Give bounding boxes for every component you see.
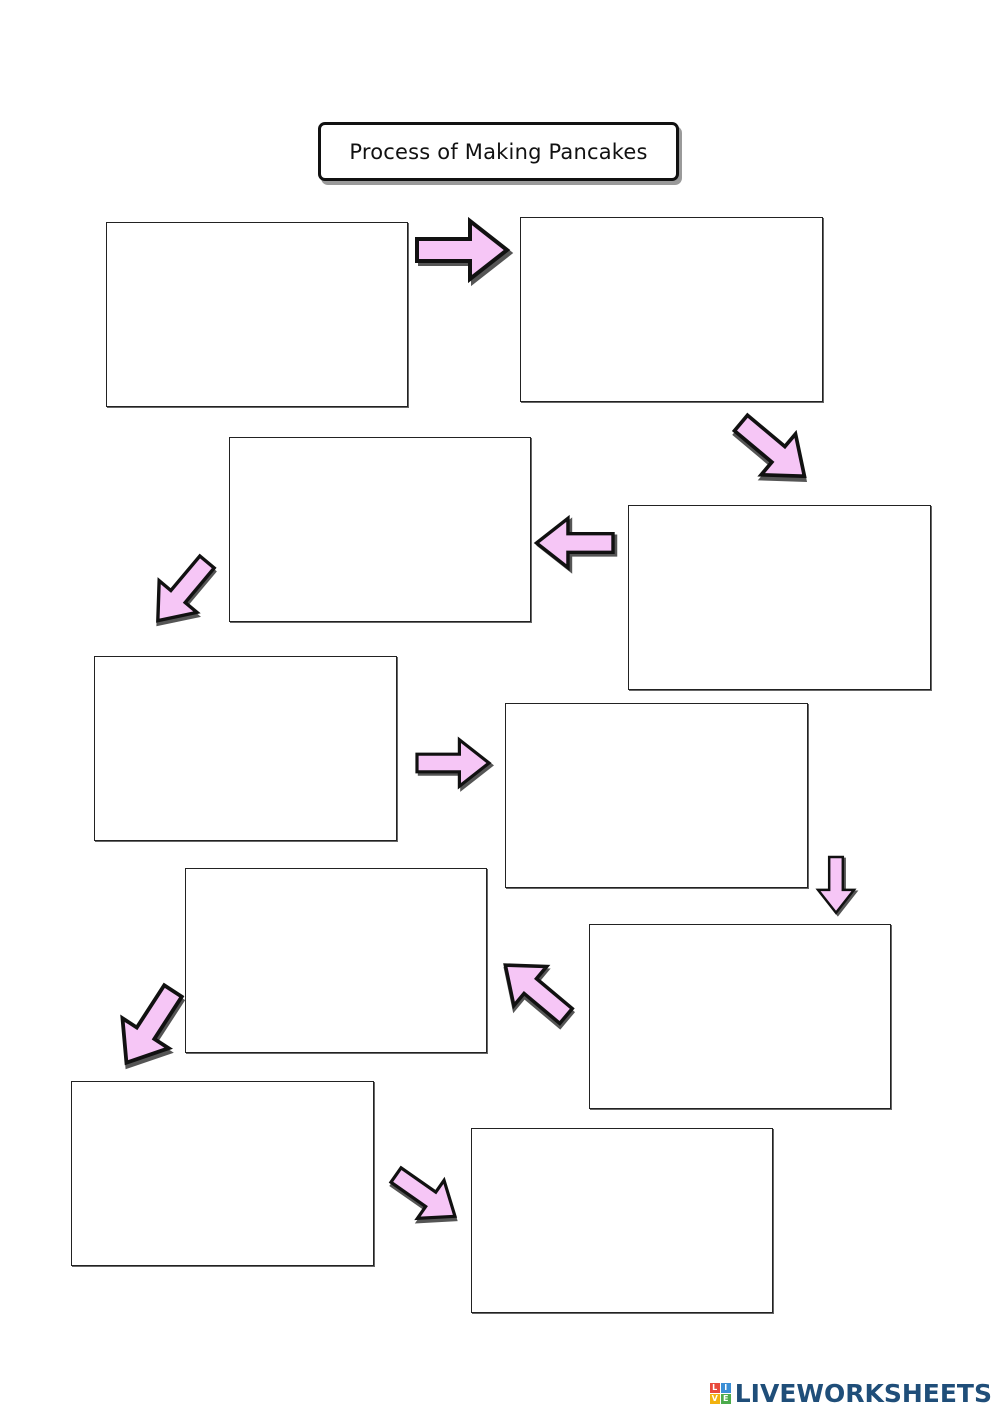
step-box-5[interactable] xyxy=(94,656,397,841)
step-input-7[interactable] xyxy=(590,925,890,1108)
arrow-8-to-9 xyxy=(120,982,186,1070)
step-box-1[interactable] xyxy=(106,222,408,407)
step-input-10[interactable] xyxy=(472,1129,772,1312)
step-box-3[interactable] xyxy=(628,505,931,690)
step-box-7[interactable] xyxy=(589,924,891,1109)
step-input-4[interactable] xyxy=(230,438,530,621)
brand-name: LIVEWORKSHEETS xyxy=(734,1378,992,1408)
arrow-6-to-7 xyxy=(815,855,859,917)
step-box-6[interactable] xyxy=(505,703,808,888)
step-box-9[interactable] xyxy=(71,1081,374,1266)
step-box-8[interactable] xyxy=(185,868,487,1053)
arrow-1-to-2 xyxy=(415,216,514,287)
logo-letter-l: L xyxy=(709,1382,720,1393)
arrow-4-to-5 xyxy=(156,553,217,627)
arrow-5-to-6 xyxy=(415,736,494,792)
arrow-3-to-4 xyxy=(533,514,618,574)
step-input-2[interactable] xyxy=(521,218,822,401)
logo-mark: L I V E xyxy=(709,1382,731,1404)
liveworksheets-logo: L I V E LIVEWORKSHEETS xyxy=(709,1377,992,1409)
step-input-5[interactable] xyxy=(95,657,396,840)
logo-letter-v: V xyxy=(709,1393,720,1404)
step-box-4[interactable] xyxy=(229,437,531,622)
page-title: Process of Making Pancakes xyxy=(349,139,648,164)
step-box-10[interactable] xyxy=(471,1128,773,1313)
step-box-2[interactable] xyxy=(520,217,823,402)
step-input-6[interactable] xyxy=(506,704,807,887)
logo-letter-e: E xyxy=(720,1393,731,1404)
arrow-2-to-3 xyxy=(731,412,808,483)
logo-letter-i: I xyxy=(720,1382,731,1393)
step-input-3[interactable] xyxy=(629,506,930,689)
step-input-1[interactable] xyxy=(107,223,407,406)
title-box: Process of Making Pancakes xyxy=(318,122,679,181)
step-input-9[interactable] xyxy=(72,1082,373,1265)
arrow-7-to-8 xyxy=(503,963,576,1030)
arrow-9-to-10 xyxy=(388,1165,458,1224)
step-input-8[interactable] xyxy=(186,869,486,1052)
